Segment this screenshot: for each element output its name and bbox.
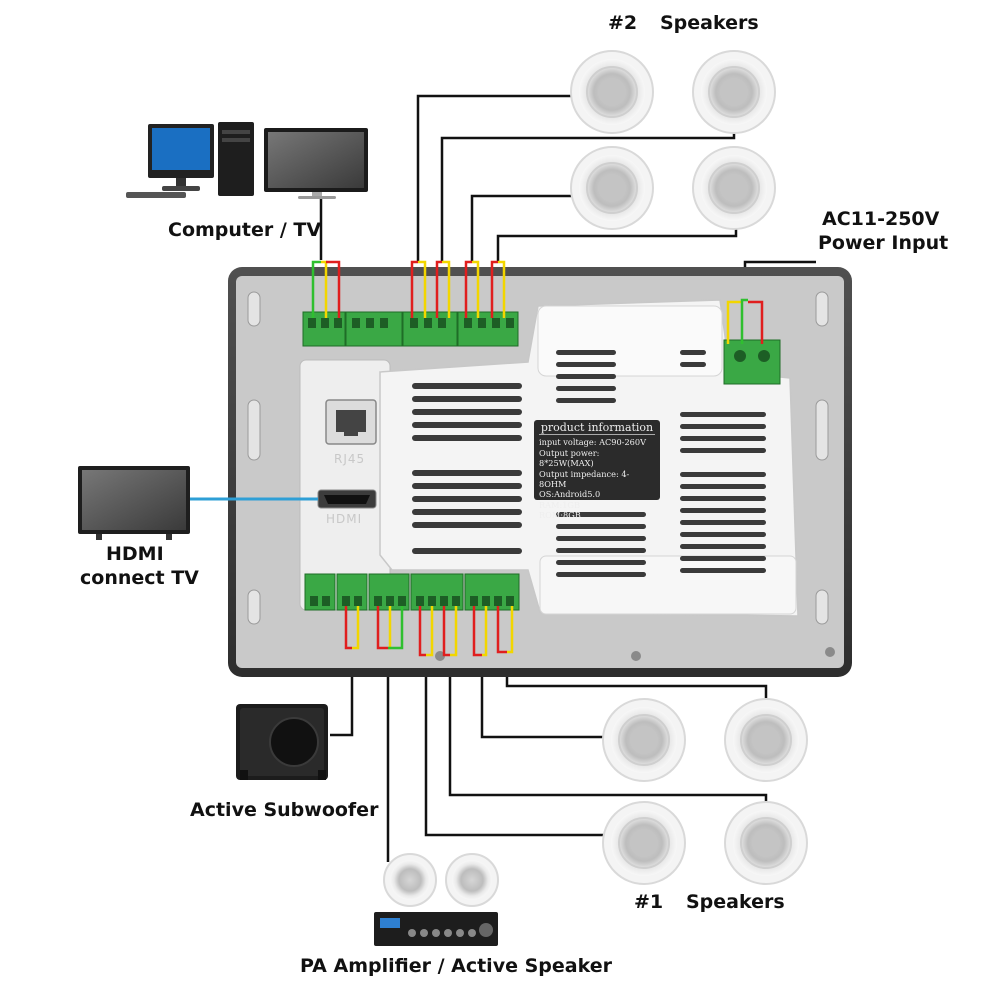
wire-bottom-speaker-4 — [448, 655, 768, 806]
bottom-wires — [330, 648, 768, 862]
vents-middle — [556, 350, 646, 577]
speaker-1d — [724, 801, 808, 885]
product-info-line: RAM:1GB — [539, 499, 580, 510]
vents-right — [680, 350, 766, 573]
power-label-line1: AC11-250V — [822, 208, 940, 230]
computer-tv-label: Computer / TV — [168, 219, 322, 241]
amplifier-label: PA Amplifier / Active Speaker — [300, 955, 612, 977]
speakers2-label: Speakers — [660, 12, 759, 34]
subwoofer-illustration — [236, 704, 328, 780]
top-terminals — [302, 311, 519, 347]
computer-illustration — [126, 122, 254, 198]
speakers1-number: #1 — [634, 891, 664, 913]
wire-bottom-speaker-1 — [480, 655, 604, 739]
hdmi-tv-label-line1: HDMI — [106, 543, 164, 565]
top-wire-leads — [311, 260, 764, 344]
port-block — [299, 359, 391, 611]
amplifier-illustration — [374, 912, 498, 946]
amplifier-speakers — [383, 853, 499, 907]
speaker-1b — [724, 698, 808, 782]
product-info-title: product information — [539, 421, 655, 436]
monitor-illustration — [264, 128, 368, 199]
bottom-wire-leads — [344, 606, 514, 657]
vents-left — [412, 383, 522, 554]
speaker-1c — [602, 801, 686, 885]
product-info-plate: product information input voltage: AC90-… — [534, 420, 660, 520]
wire-top-speaker-1 — [416, 94, 574, 262]
bottom-terminals — [304, 573, 520, 611]
wire-bottom-speaker-3 — [424, 655, 604, 837]
speaker-2b — [692, 50, 776, 134]
product-info-line: OS:Android5.0 — [539, 489, 601, 500]
terminal-block-top-2 — [345, 311, 403, 347]
rj45-label: RJ45 — [334, 452, 366, 466]
speakers2-number: #2 — [608, 12, 638, 34]
product-info-line: Output impedance: 4-8OHM — [539, 468, 630, 490]
wire-top-speaker-4 — [496, 225, 738, 262]
speaker-2a — [570, 50, 654, 134]
wire-top-speaker-3 — [470, 194, 572, 262]
speaker-2d — [692, 146, 776, 230]
hdmi-label: HDMI — [326, 512, 363, 526]
product-info-line: ROM:8GB — [539, 510, 581, 521]
product-info-line: Output power: 8*25W(MAX) — [539, 447, 600, 469]
power-label-line2: Power Input — [818, 232, 949, 254]
terminal-block-bottom-1 — [304, 573, 336, 611]
terminal-block-top-4 — [457, 311, 519, 347]
speakers1-label: Speakers — [686, 891, 785, 913]
main-module — [379, 299, 799, 617]
terminal-block-bottom-2 — [336, 573, 368, 611]
power-terminal — [723, 339, 781, 385]
product-info-line: input voltage: AC90-260V — [539, 437, 646, 448]
subwoofer-label: Active Subwoofer — [190, 799, 379, 821]
speaker-2c — [570, 146, 654, 230]
speaker-1a — [602, 698, 686, 782]
tv-illustration — [78, 466, 190, 540]
hdmi-tv-label-line2: connect TV — [80, 567, 199, 589]
